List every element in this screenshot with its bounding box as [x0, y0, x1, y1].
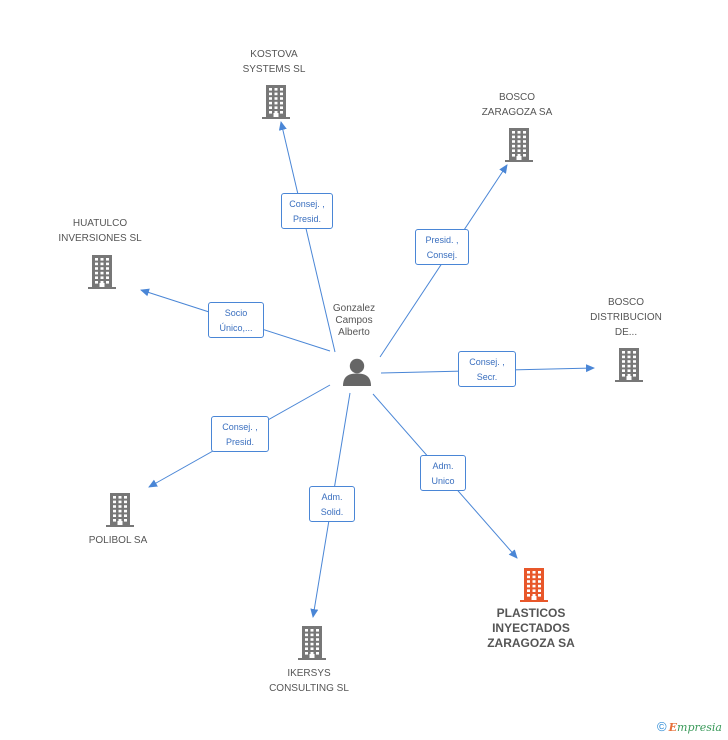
footer-brand: ©Empresia [657, 719, 722, 734]
building-icon-kostova[interactable] [262, 85, 290, 124]
company-label-ikersys[interactable]: IKERSYS CONSULTING SL [269, 667, 349, 694]
building-icon-bosco-zaragoza[interactable] [505, 128, 533, 167]
edge-label-huatulco[interactable]: Socio Único,... [208, 302, 264, 338]
company-label-kostova[interactable]: KOSTOVA SYSTEMS SL [242, 49, 306, 75]
person-name-label[interactable]: Gonzalez Campos Alberto [332, 303, 376, 338]
company-label-bosco-zaragoza[interactable]: BOSCO ZARAGOZA SA [481, 92, 553, 118]
edge-label-polibol[interactable]: Consej. , Presid. [211, 416, 269, 452]
company-label-polibol[interactable]: POLIBOL SA [88, 534, 148, 546]
person-icon[interactable] [342, 358, 372, 391]
brand-name: mpresia [677, 721, 722, 734]
building-icon-huatulco[interactable] [88, 255, 116, 294]
edge-label-bosco-zaragoza[interactable]: Presid. , Consej. [415, 229, 469, 265]
edge-label-ikersys[interactable]: Adm. Solid. [309, 486, 355, 522]
edge-line-kostova [278, 121, 336, 353]
building-icon-polibol[interactable] [106, 493, 134, 532]
brand-initial: E [668, 721, 678, 734]
building-icon-ikersys[interactable] [298, 626, 326, 665]
edge-label-bosco-distribucion[interactable]: Consej. , Secr. [458, 351, 516, 387]
company-label-huatulco[interactable]: HUATULCO INVERSIONES SL [58, 218, 142, 244]
building-icon-plasticos[interactable] [520, 568, 548, 607]
edge-label-kostova[interactable]: Consej. , Presid. [281, 193, 333, 229]
edge-label-plasticos[interactable]: Adm. Unico [420, 455, 466, 491]
building-icon-bosco-distribucion[interactable] [615, 348, 643, 387]
company-label-plasticos[interactable]: PLASTICOS INYECTADOS ZARAGOZA SA [487, 605, 575, 650]
copyright-symbol: © [657, 719, 667, 734]
company-label-bosco-distribucion[interactable]: BOSCO DISTRIBUCION DE... [590, 296, 662, 338]
